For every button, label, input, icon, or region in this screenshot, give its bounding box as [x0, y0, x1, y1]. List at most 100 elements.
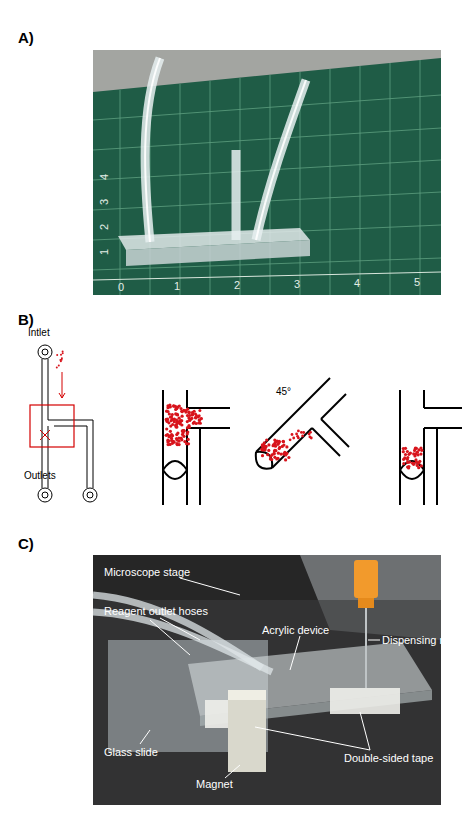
zoom-view-1 [186, 390, 188, 408]
particle [281, 445, 284, 448]
flow-arrow [62, 372, 63, 398]
particle [165, 427, 168, 430]
particle [56, 367, 58, 369]
particle [309, 436, 312, 439]
particle [177, 440, 180, 443]
particle [308, 433, 311, 436]
particle [278, 447, 281, 450]
particle [168, 403, 171, 406]
particle [181, 415, 184, 418]
particle [182, 429, 185, 432]
particle [179, 407, 182, 410]
ruler-number: 1 [174, 280, 180, 292]
zoom-view-3 [436, 428, 438, 505]
particle [176, 443, 179, 446]
particle [412, 452, 415, 455]
chip-schematic [87, 492, 93, 498]
particle [285, 445, 288, 448]
particle [188, 411, 191, 414]
particle [62, 351, 64, 353]
ruler-number: 3 [294, 278, 300, 290]
chip-schematic [87, 426, 88, 488]
tube-highlight [145, 58, 160, 242]
magnet-mark [40, 430, 50, 440]
zoom-view-3 [424, 407, 462, 409]
particle [260, 448, 263, 451]
particle [186, 426, 189, 429]
particle [302, 431, 305, 434]
particle [417, 461, 420, 464]
leader-line [255, 727, 370, 750]
photo-a [93, 50, 441, 295]
particle [269, 457, 272, 460]
particle [170, 433, 173, 436]
photo-c [228, 690, 266, 700]
zoom-view-3 [423, 390, 425, 408]
particle [282, 452, 285, 455]
particle [267, 443, 270, 446]
needle-hub [354, 560, 378, 598]
zoom-view-2 [312, 428, 340, 456]
part-label: Microscope stage [104, 566, 190, 578]
zoom-view-1 [163, 470, 187, 479]
particle [170, 437, 173, 440]
particle [182, 429, 185, 432]
particle [188, 419, 191, 422]
zoom-view-2 [256, 452, 272, 468]
panel-label: C) [18, 536, 34, 553]
particle [272, 444, 275, 447]
tube-highlight [256, 80, 306, 240]
particle [420, 449, 423, 452]
mat-grid [390, 63, 391, 295]
particle [407, 465, 410, 468]
particle [413, 462, 416, 465]
particle [58, 365, 60, 367]
particle [175, 413, 178, 416]
part-label: Glass slide [104, 746, 158, 758]
ruler-number: 4 [98, 174, 110, 180]
leader-line [140, 730, 150, 744]
particle [167, 439, 170, 442]
zoom-view-1 [163, 461, 187, 470]
particle [166, 433, 169, 436]
particle [166, 418, 169, 421]
particle [406, 450, 409, 453]
particle [404, 453, 407, 456]
particle [172, 440, 175, 443]
particle [193, 421, 196, 424]
chip-schematic [38, 488, 52, 502]
particle [176, 432, 179, 435]
mat-grid [210, 81, 211, 295]
tube [232, 150, 241, 240]
particle [420, 464, 423, 467]
particle [174, 412, 177, 415]
zoom-view-3 [424, 427, 462, 429]
ruler-number: 4 [354, 277, 360, 289]
photo-a [93, 58, 441, 295]
particle [414, 458, 417, 461]
chip-schematic [93, 420, 94, 488]
mat-grid [120, 90, 121, 295]
particle [186, 408, 189, 411]
particle [198, 409, 201, 412]
magnet-mark [40, 430, 50, 440]
panel-label: A) [18, 30, 34, 47]
part-label: Reagent outlet hoses [104, 605, 208, 617]
particle [260, 447, 263, 450]
leader-line [160, 618, 200, 640]
particle [278, 440, 281, 443]
particle [416, 451, 419, 454]
particle [191, 413, 194, 416]
particle [169, 416, 172, 419]
leader-line [360, 712, 370, 750]
angle-label: 45° [276, 386, 291, 397]
particle [197, 421, 200, 424]
particle [301, 435, 304, 438]
ruler-number: 0 [118, 281, 124, 293]
chip-schematic [83, 488, 97, 502]
particle [186, 432, 189, 435]
photo-c [93, 555, 441, 805]
ruler-number: 5 [414, 276, 420, 288]
particle [192, 421, 195, 424]
photo-c [93, 555, 441, 805]
